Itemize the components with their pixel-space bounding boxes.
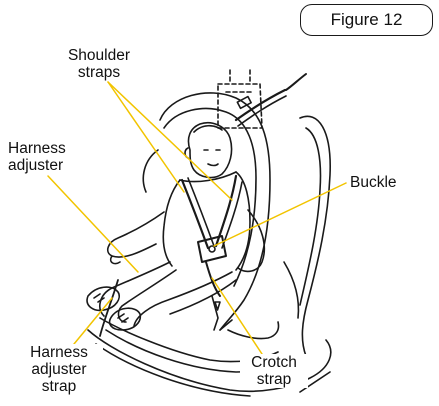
harness-adjuster-strap-band xyxy=(100,280,118,336)
label-line: strap xyxy=(242,371,306,388)
shoulder-strap-left xyxy=(182,180,208,248)
label-line: strap xyxy=(17,378,101,395)
leader-harness-adjuster xyxy=(48,176,138,272)
figure-number-text: Figure 12 xyxy=(331,10,403,30)
label-harness-adjuster: Harness adjuster xyxy=(6,140,94,174)
leader-shoulder-right xyxy=(108,82,232,200)
label-crotch-strap: Crotch strap xyxy=(240,354,308,388)
leader-shoulder-left xyxy=(108,82,184,192)
label-line: adjuster xyxy=(17,361,101,378)
label-line: Crotch xyxy=(242,354,306,371)
figure-number-badge: Figure 12 xyxy=(300,4,433,36)
label-shoulder-straps: Shoulder straps xyxy=(52,47,146,81)
label-line: adjuster xyxy=(8,157,92,174)
label-harness-adjuster-strap: Harness adjuster strap xyxy=(15,344,103,395)
label-line: Harness xyxy=(8,140,92,157)
label-line: Buckle xyxy=(350,174,410,191)
label-line: Harness xyxy=(17,344,101,361)
child-arm-left xyxy=(108,212,164,257)
label-line: Shoulder xyxy=(54,47,144,64)
label-line: straps xyxy=(54,64,144,81)
leader-crotch-strap xyxy=(212,278,262,354)
label-buckle: Buckle xyxy=(348,174,412,191)
child-torso xyxy=(163,180,180,266)
